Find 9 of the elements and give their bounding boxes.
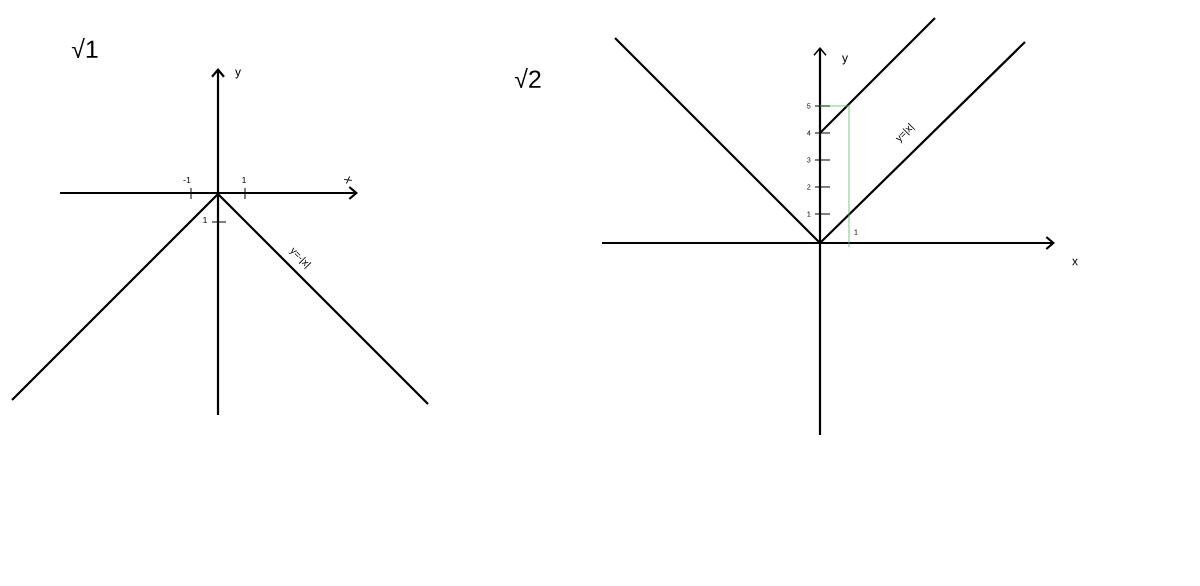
- graph-title: √2: [514, 68, 541, 88]
- axis-label: x: [343, 176, 353, 185]
- tick-label: -1: [183, 176, 191, 184]
- axis-label: y: [235, 69, 241, 79]
- tick-label: 1: [203, 216, 208, 224]
- graph-title: √1: [71, 38, 98, 58]
- tick-label: 1: [242, 176, 247, 184]
- axis-label: x: [1072, 258, 1078, 266]
- axis-label: y: [842, 55, 848, 65]
